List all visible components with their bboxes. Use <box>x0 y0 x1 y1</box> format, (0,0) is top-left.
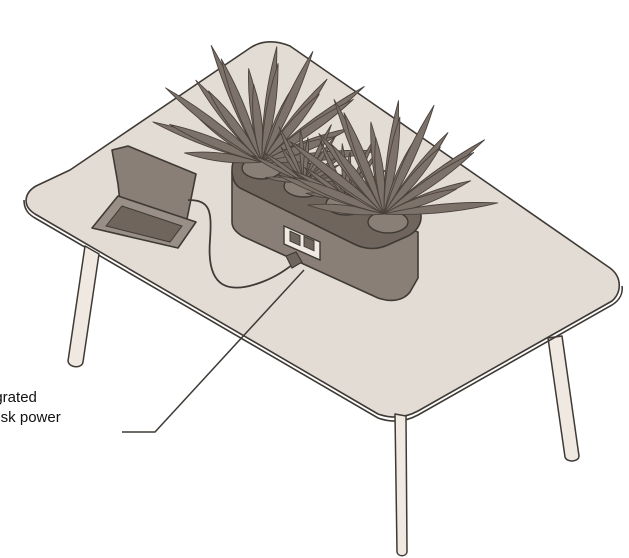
leg-front-left <box>68 246 99 367</box>
leg-front-middle <box>395 414 407 556</box>
integrated-desk-power-label: egrated desk power <box>0 388 61 428</box>
callout-line-2: desk power <box>0 408 61 428</box>
rear-legs <box>548 336 579 461</box>
callout-line-1: egrated <box>0 388 61 408</box>
leg-back-right <box>548 336 579 461</box>
